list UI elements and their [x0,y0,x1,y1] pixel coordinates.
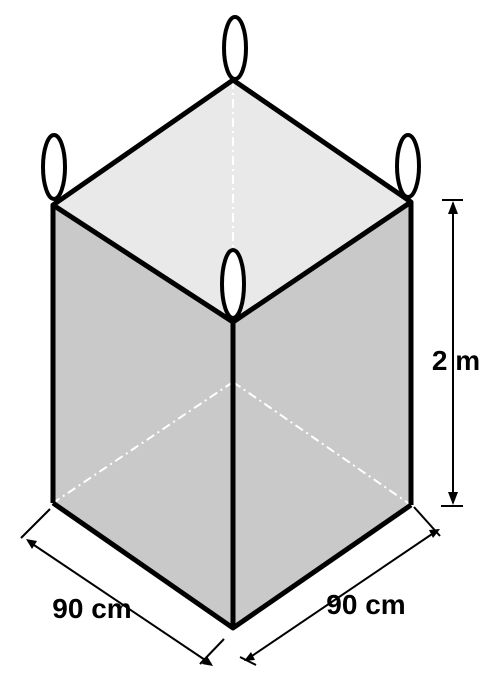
visible-edges [50,77,414,631]
height-label: 2 m [432,345,480,376]
lifting-loop-front [220,248,246,320]
lifting-loop-back [222,15,248,81]
lifting-loop-left [41,133,67,201]
lifting-loop-right [395,133,421,199]
left-face [53,205,233,628]
left-width-label: 90 cm [52,593,131,624]
height-dimension [441,199,463,507]
lifting-loops [41,15,421,320]
left-width-dimension [20,508,225,666]
right-width-label: 90 cm [326,589,405,620]
bulk-bag [50,77,414,631]
right-width-dimension [239,506,441,666]
right-face [233,202,411,628]
